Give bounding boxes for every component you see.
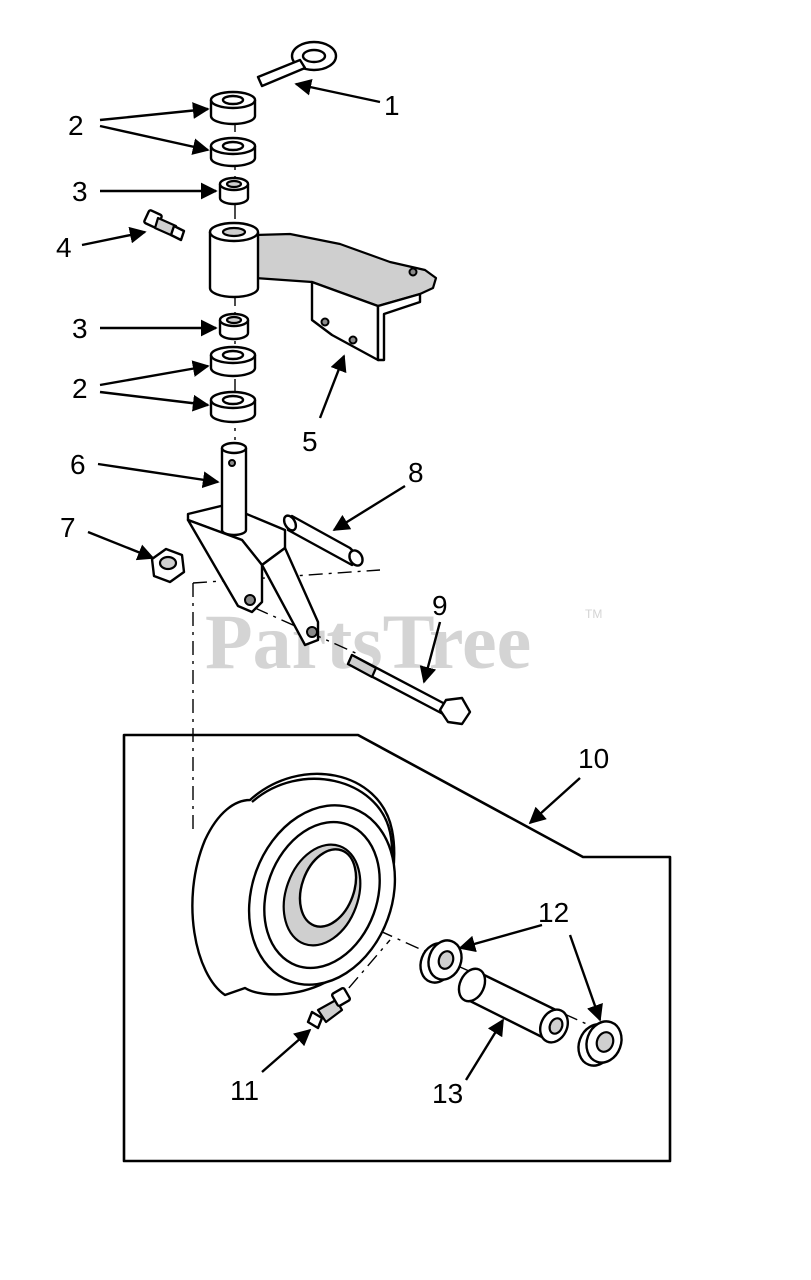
callout-9: 9 bbox=[432, 590, 448, 621]
callout-1: 1 bbox=[384, 90, 400, 121]
callout-3-upper: 3 bbox=[72, 176, 88, 207]
part-8-spacer-tube bbox=[282, 514, 364, 567]
part-1-hitch-pin bbox=[256, 40, 338, 88]
callout-5: 5 bbox=[302, 426, 318, 457]
part-11-grease-fitting bbox=[306, 986, 352, 1030]
callout-10: 10 bbox=[578, 743, 609, 774]
callout-2-lower: 2 bbox=[72, 373, 88, 404]
callout-3-lower: 3 bbox=[72, 313, 88, 344]
part-2-washer-lower-b bbox=[209, 390, 257, 424]
callout-8: 8 bbox=[408, 457, 424, 488]
part-9-bolt bbox=[346, 653, 472, 726]
callout-11: 11 bbox=[230, 1075, 259, 1106]
wheel-assembly-box bbox=[122, 733, 672, 1163]
callout-labels: 1 2 3 4 3 2 5 6 7 8 9 10 11 12 13 bbox=[56, 90, 609, 1109]
callout-7: 7 bbox=[60, 512, 76, 543]
part-4-grease-fitting bbox=[143, 209, 186, 242]
part-13-bearing-tube bbox=[457, 967, 569, 1044]
part-3-bushing-upper bbox=[218, 176, 250, 206]
callout-13: 13 bbox=[432, 1078, 463, 1109]
part-2-washer-lower-a bbox=[209, 345, 257, 378]
part-12-washer-a bbox=[419, 939, 463, 984]
watermark: PartsTree TM bbox=[205, 598, 602, 685]
part-12-washer-b bbox=[577, 1020, 623, 1067]
part-10-wheel bbox=[191, 772, 397, 997]
part-2-washer-upper-b bbox=[209, 136, 257, 168]
watermark-trademark: TM bbox=[585, 607, 602, 621]
callout-2-upper: 2 bbox=[68, 110, 84, 141]
callout-6: 6 bbox=[70, 449, 86, 480]
part-5-caster-arm bbox=[208, 221, 438, 362]
part-2-washer-upper-a bbox=[209, 90, 257, 126]
callout-arrows bbox=[81, 78, 603, 1081]
part-3-bushing-lower bbox=[218, 312, 250, 341]
callout-4: 4 bbox=[56, 232, 72, 263]
part-6-caster-fork bbox=[186, 441, 320, 647]
callout-12: 12 bbox=[538, 897, 569, 928]
part-7-lock-nut bbox=[150, 547, 186, 584]
